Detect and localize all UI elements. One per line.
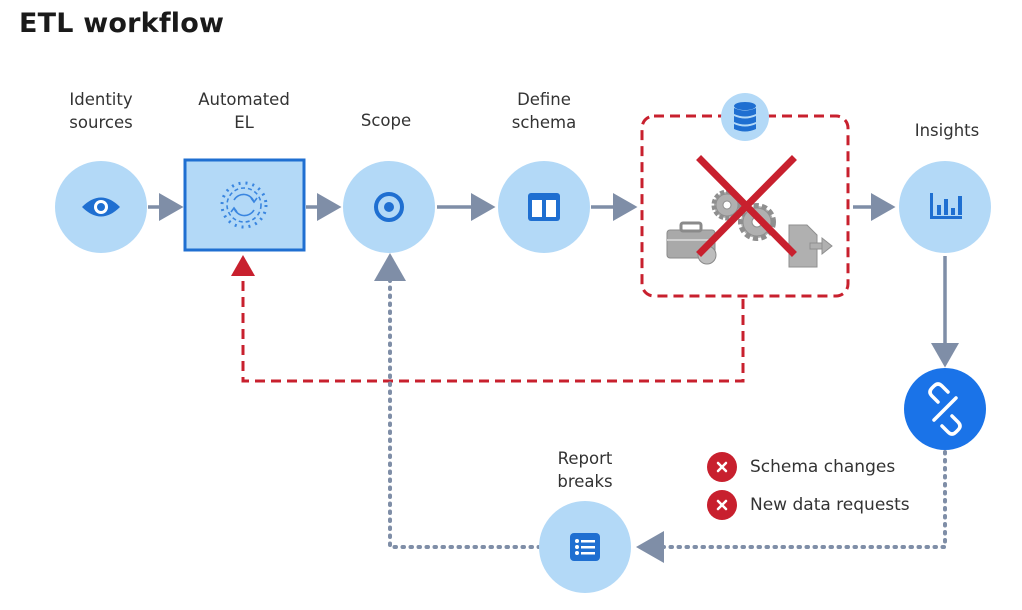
- label-scope: Scope: [360, 111, 412, 130]
- label-identity-sources: Identity sources: [69, 90, 133, 132]
- node-insights: [899, 161, 991, 253]
- eye-icon: [82, 197, 120, 217]
- label-insights: Insights: [914, 121, 980, 140]
- legend-marker-new-data-requests: [707, 490, 737, 520]
- target-icon: [374, 192, 404, 222]
- label-define-schema: Define schema: [511, 90, 577, 132]
- node-broken-link: [904, 368, 986, 450]
- node-identity-sources: [55, 161, 147, 253]
- gear-sync-icon: [220, 181, 268, 229]
- label-report-breaks: Report breaks: [557, 449, 613, 491]
- label-automated-el: Automated EL: [198, 90, 290, 132]
- flow-arrows: [148, 193, 959, 368]
- node-scope: [343, 161, 435, 253]
- list-icon: [570, 533, 600, 561]
- node-report-breaks: [539, 501, 631, 593]
- database-icon-bg: [721, 93, 769, 141]
- dotted-path-report-to-scope: [374, 253, 542, 549]
- legend-schema-changes: Schema changes: [750, 457, 896, 477]
- database-icon: [734, 102, 756, 132]
- legend-marker-schema-changes: [707, 452, 737, 482]
- dashed-feedback-path: [231, 255, 745, 383]
- node-define-schema: [498, 161, 590, 253]
- gears-icon: [711, 189, 776, 241]
- dotted-path-broken-to-report: [636, 450, 947, 563]
- legend-new-data-requests: New data requests: [750, 495, 910, 515]
- page-title: ETL workflow: [19, 8, 225, 39]
- document-export-icon: [788, 224, 833, 268]
- node-automated-el: [183, 158, 306, 252]
- columns-icon: [528, 193, 560, 221]
- bar-chart-icon: [930, 193, 962, 219]
- node-transform-crossed: [640, 93, 850, 298]
- broken-link-icon: [928, 382, 962, 436]
- cross-out-icon: [696, 155, 797, 257]
